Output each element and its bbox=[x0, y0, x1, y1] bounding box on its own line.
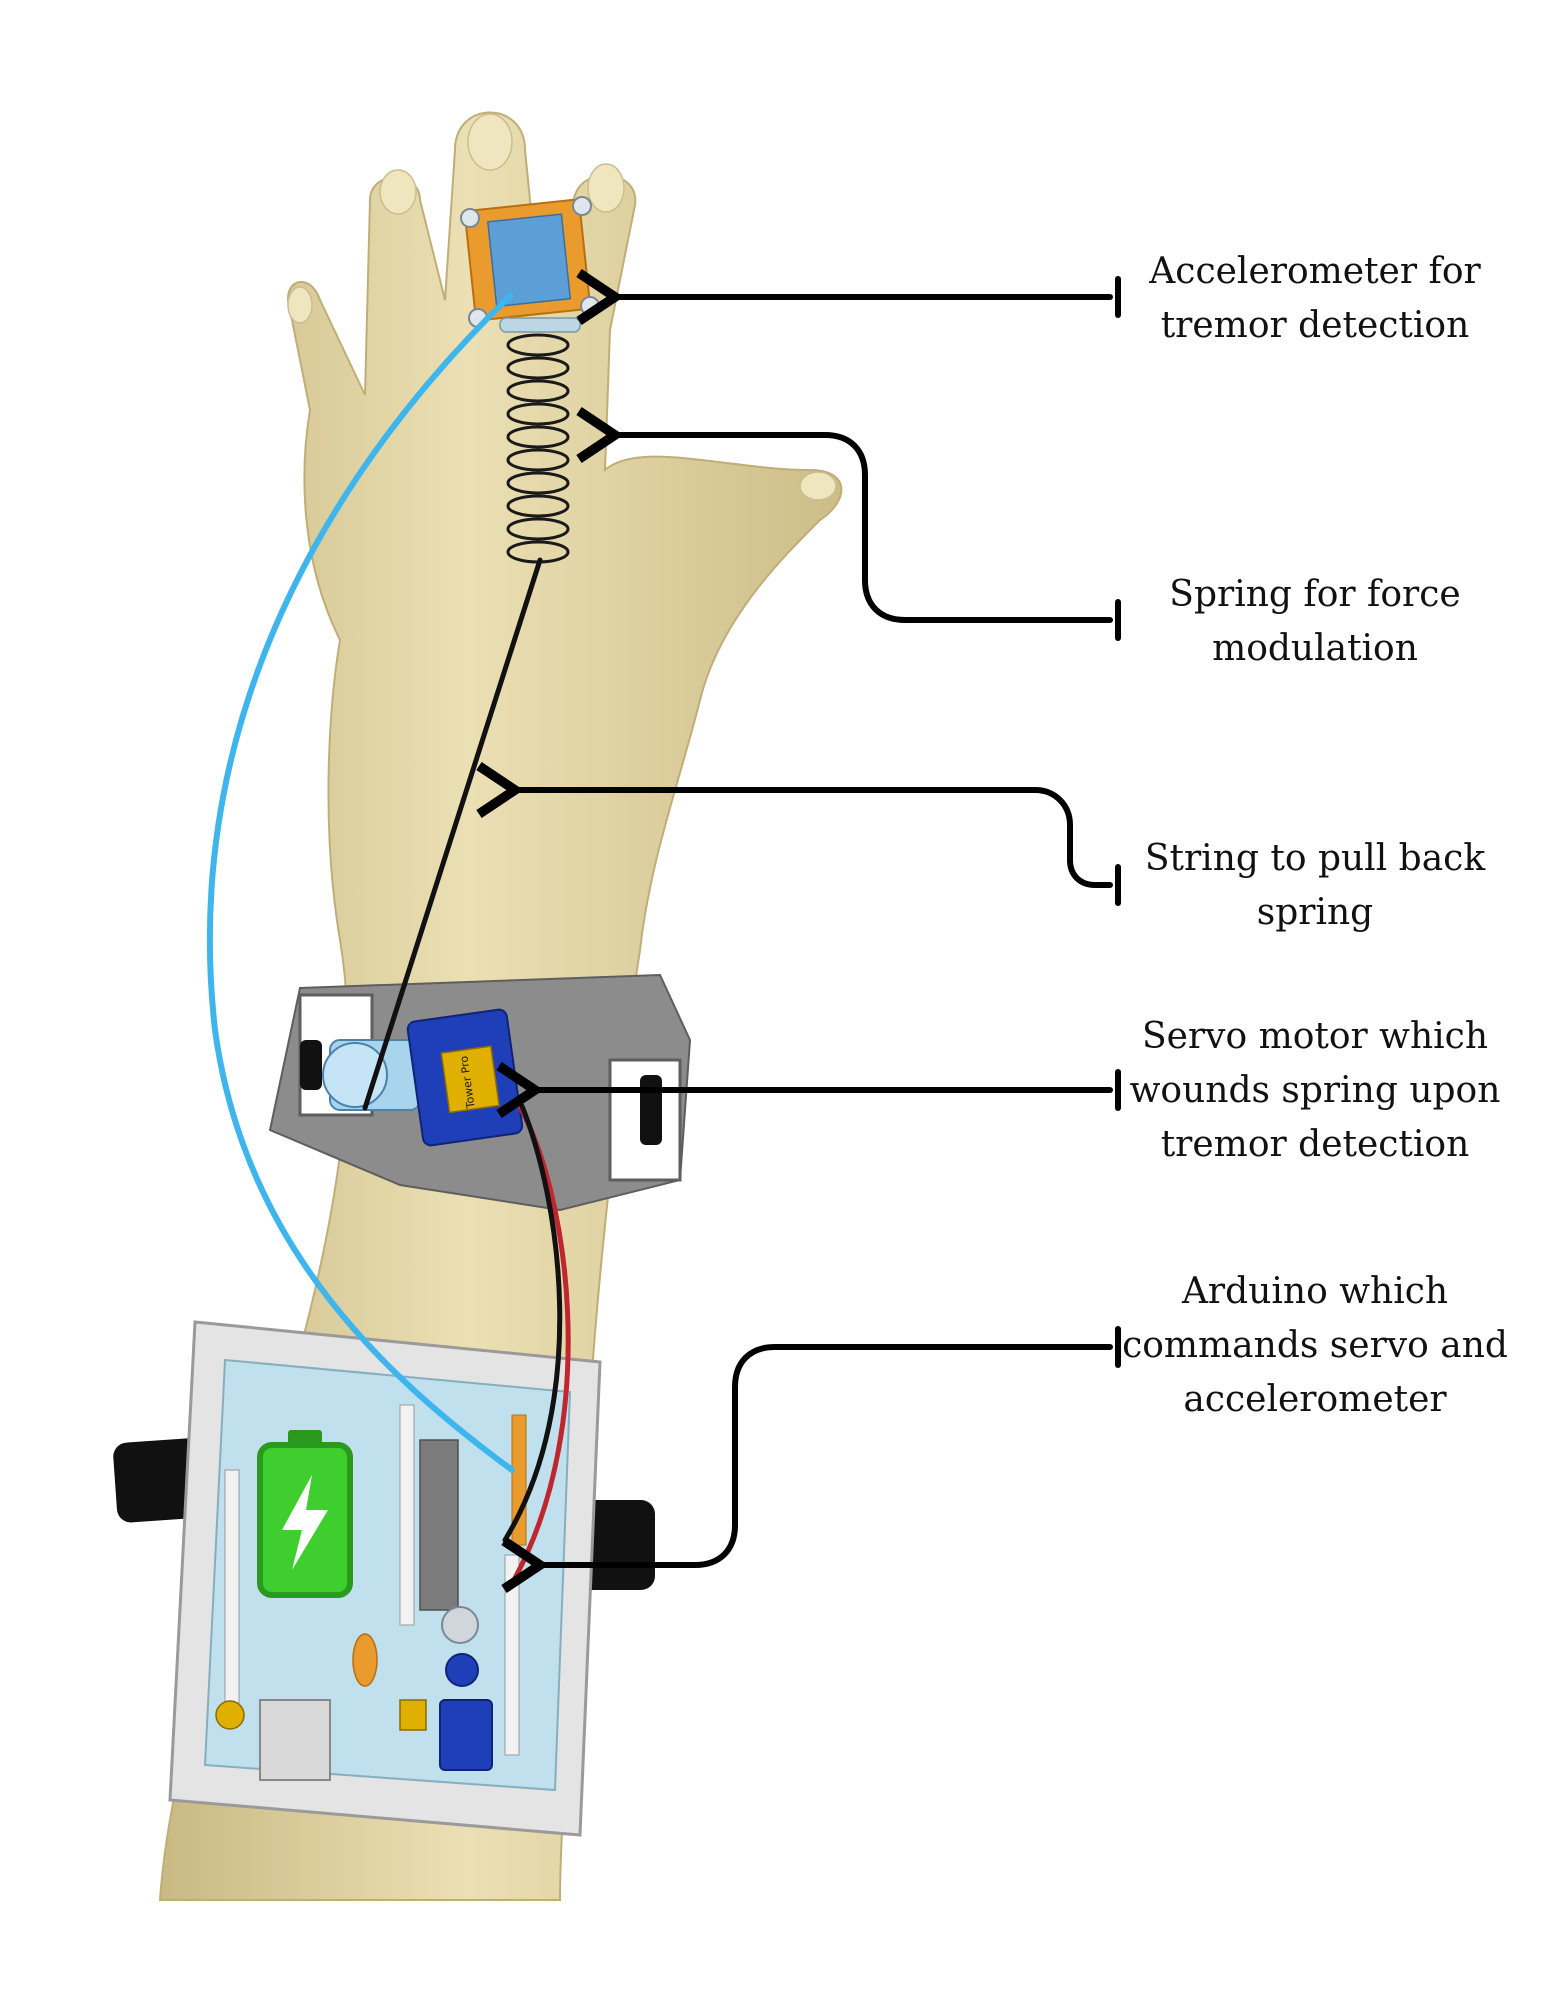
arrow-arduino bbox=[501, 1344, 1113, 1593]
label-line: spring bbox=[1256, 892, 1374, 933]
blue-wire bbox=[206, 293, 515, 1473]
lightning-bolt-icon bbox=[282, 1475, 328, 1570]
string-line bbox=[362, 557, 543, 1111]
label-line: Accelerometer for bbox=[1149, 251, 1481, 292]
label-arduino: Arduino which commands servo and acceler… bbox=[1105, 1265, 1525, 1427]
label-line: wounds spring upon bbox=[1129, 1070, 1501, 1111]
label-servo: Servo motor which wounds spring upon tre… bbox=[1105, 1010, 1525, 1172]
accelerometer-sensor bbox=[460, 196, 600, 333]
label-string: String to pull back spring bbox=[1105, 832, 1525, 940]
wires bbox=[206, 293, 571, 1581]
label-line: tremor detection bbox=[1160, 1124, 1470, 1165]
label-line: Arduino which bbox=[1181, 1271, 1449, 1312]
label-line: Servo motor which bbox=[1141, 1016, 1489, 1057]
label-line: commands servo and bbox=[1122, 1325, 1508, 1366]
leader-arrows bbox=[476, 269, 1121, 1593]
label-spring: Spring for force modulation bbox=[1105, 568, 1525, 676]
spring-coil bbox=[506, 333, 570, 564]
label-accelerometer: Accelerometer for tremor detection bbox=[1105, 245, 1525, 353]
arrow-string bbox=[476, 762, 1113, 888]
arduino-housing bbox=[113, 1320, 655, 1837]
arrow-spring bbox=[576, 407, 1113, 623]
black-servo-wire bbox=[502, 1103, 563, 1543]
label-line: Spring for force bbox=[1169, 574, 1461, 615]
label-line: String to pull back bbox=[1144, 838, 1486, 879]
label-line: tremor detection bbox=[1160, 305, 1470, 346]
label-line: modulation bbox=[1212, 628, 1418, 669]
label-line: accelerometer bbox=[1183, 1379, 1447, 1420]
battery-charging-icon bbox=[257, 1430, 353, 1598]
